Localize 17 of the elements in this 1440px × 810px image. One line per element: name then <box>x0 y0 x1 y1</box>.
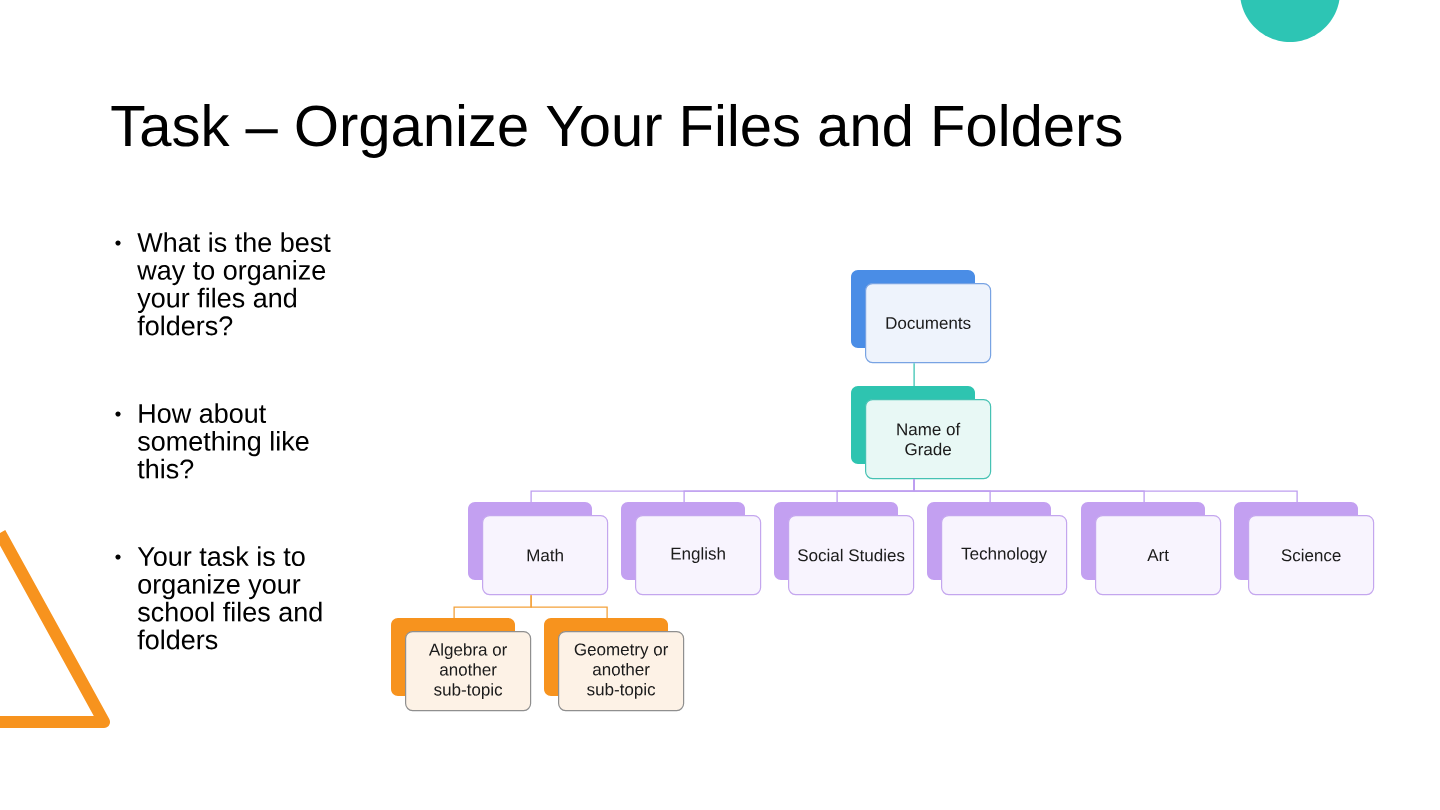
connector-line <box>913 362 915 387</box>
org-chart-box: Math <box>468 502 609 596</box>
bullet-text: How about something like this? <box>137 403 309 479</box>
connector-line <box>913 478 1298 503</box>
org-chart-box: Name of Grade <box>851 386 992 480</box>
org-chart-box: Social Studies <box>774 502 915 596</box>
org-chart-box: English <box>621 502 762 596</box>
org-chart-box: Science <box>1234 502 1375 596</box>
bullet-text: Your task is to organize your school files and folders <box>137 546 322 650</box>
org-chart-box: Geometry or another sub-topic <box>544 618 685 712</box>
org-chart-box: Art <box>1081 502 1222 596</box>
org-chart-box: Algebra or another sub-topic <box>391 618 532 712</box>
connector-line <box>530 594 608 619</box>
org-chart-box: Documents <box>851 270 992 364</box>
slide-title: Task – Organize Your Files and Folders <box>111 103 1122 158</box>
bullet-text: What is the best way to organize your files and folders? <box>137 232 331 336</box>
org-chart-box: Technology <box>927 502 1068 596</box>
